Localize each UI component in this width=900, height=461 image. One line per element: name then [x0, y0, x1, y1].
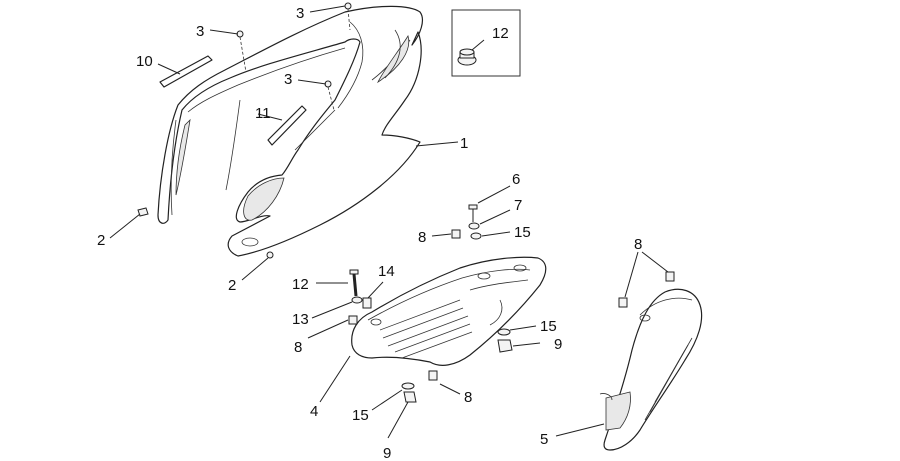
callout-8-right: 8 — [634, 236, 642, 253]
nut-8-d-left — [618, 297, 628, 308]
bolt-6 — [468, 204, 478, 222]
callout-8-bottom: 8 — [464, 389, 472, 406]
callout-4: 4 — [310, 403, 318, 420]
callout-2-left: 2 — [97, 232, 105, 249]
callout-12-box: 12 — [492, 25, 509, 42]
nut-8-a — [451, 229, 461, 239]
leader-lines — [109, 5, 669, 439]
clip-9-a — [497, 339, 513, 353]
callout-11: 11 — [255, 105, 271, 122]
callout-1: 1 — [460, 135, 468, 152]
callout-12-bolt: 12 — [292, 276, 309, 293]
strip-part-10 — [159, 55, 213, 88]
clip-9-b — [403, 391, 417, 403]
callout-2-center: 2 — [228, 277, 236, 294]
nut-8-b — [348, 315, 358, 325]
callout-8-top: 8 — [418, 229, 426, 246]
callout-10: 10 — [136, 53, 153, 70]
washer-15-c — [401, 382, 415, 390]
washer-7 — [468, 222, 480, 230]
callout-3-mid: 3 — [284, 71, 292, 88]
strip-part-11 — [267, 105, 307, 146]
callout-15-mid: 15 — [540, 318, 557, 335]
bolt-12 — [349, 269, 359, 297]
callout-14: 14 — [378, 263, 395, 280]
callout-8-left: 8 — [294, 339, 302, 356]
washer-15-b — [497, 328, 511, 336]
washer-13 — [351, 296, 363, 304]
callout-9-bottom: 9 — [383, 445, 391, 461]
nut-8-d-right — [665, 271, 675, 282]
callout-3-top: 3 — [296, 5, 304, 22]
washer-15-a — [470, 232, 482, 240]
callout-13: 13 — [292, 311, 309, 328]
rear-panel-part — [599, 288, 703, 451]
callout-9-right: 9 — [554, 336, 562, 353]
grommet-box-12 — [451, 9, 521, 77]
callout-6: 6 — [512, 171, 520, 188]
side-fairing-part — [157, 5, 424, 257]
callout-labels: 1 2 2 3 3 3 4 5 6 7 8 8 8 8 9 9 10 11 12… — [97, 5, 642, 461]
lower-cover-part — [351, 256, 547, 366]
callout-3-left: 3 — [196, 23, 204, 40]
callout-7: 7 — [514, 197, 522, 214]
callout-5: 5 — [540, 431, 548, 448]
nut-8-c — [428, 370, 438, 381]
spacer-14 — [362, 297, 372, 309]
screw-2-b — [266, 251, 274, 259]
callout-15-top: 15 — [514, 224, 531, 241]
callout-15-bottom: 15 — [352, 407, 369, 424]
